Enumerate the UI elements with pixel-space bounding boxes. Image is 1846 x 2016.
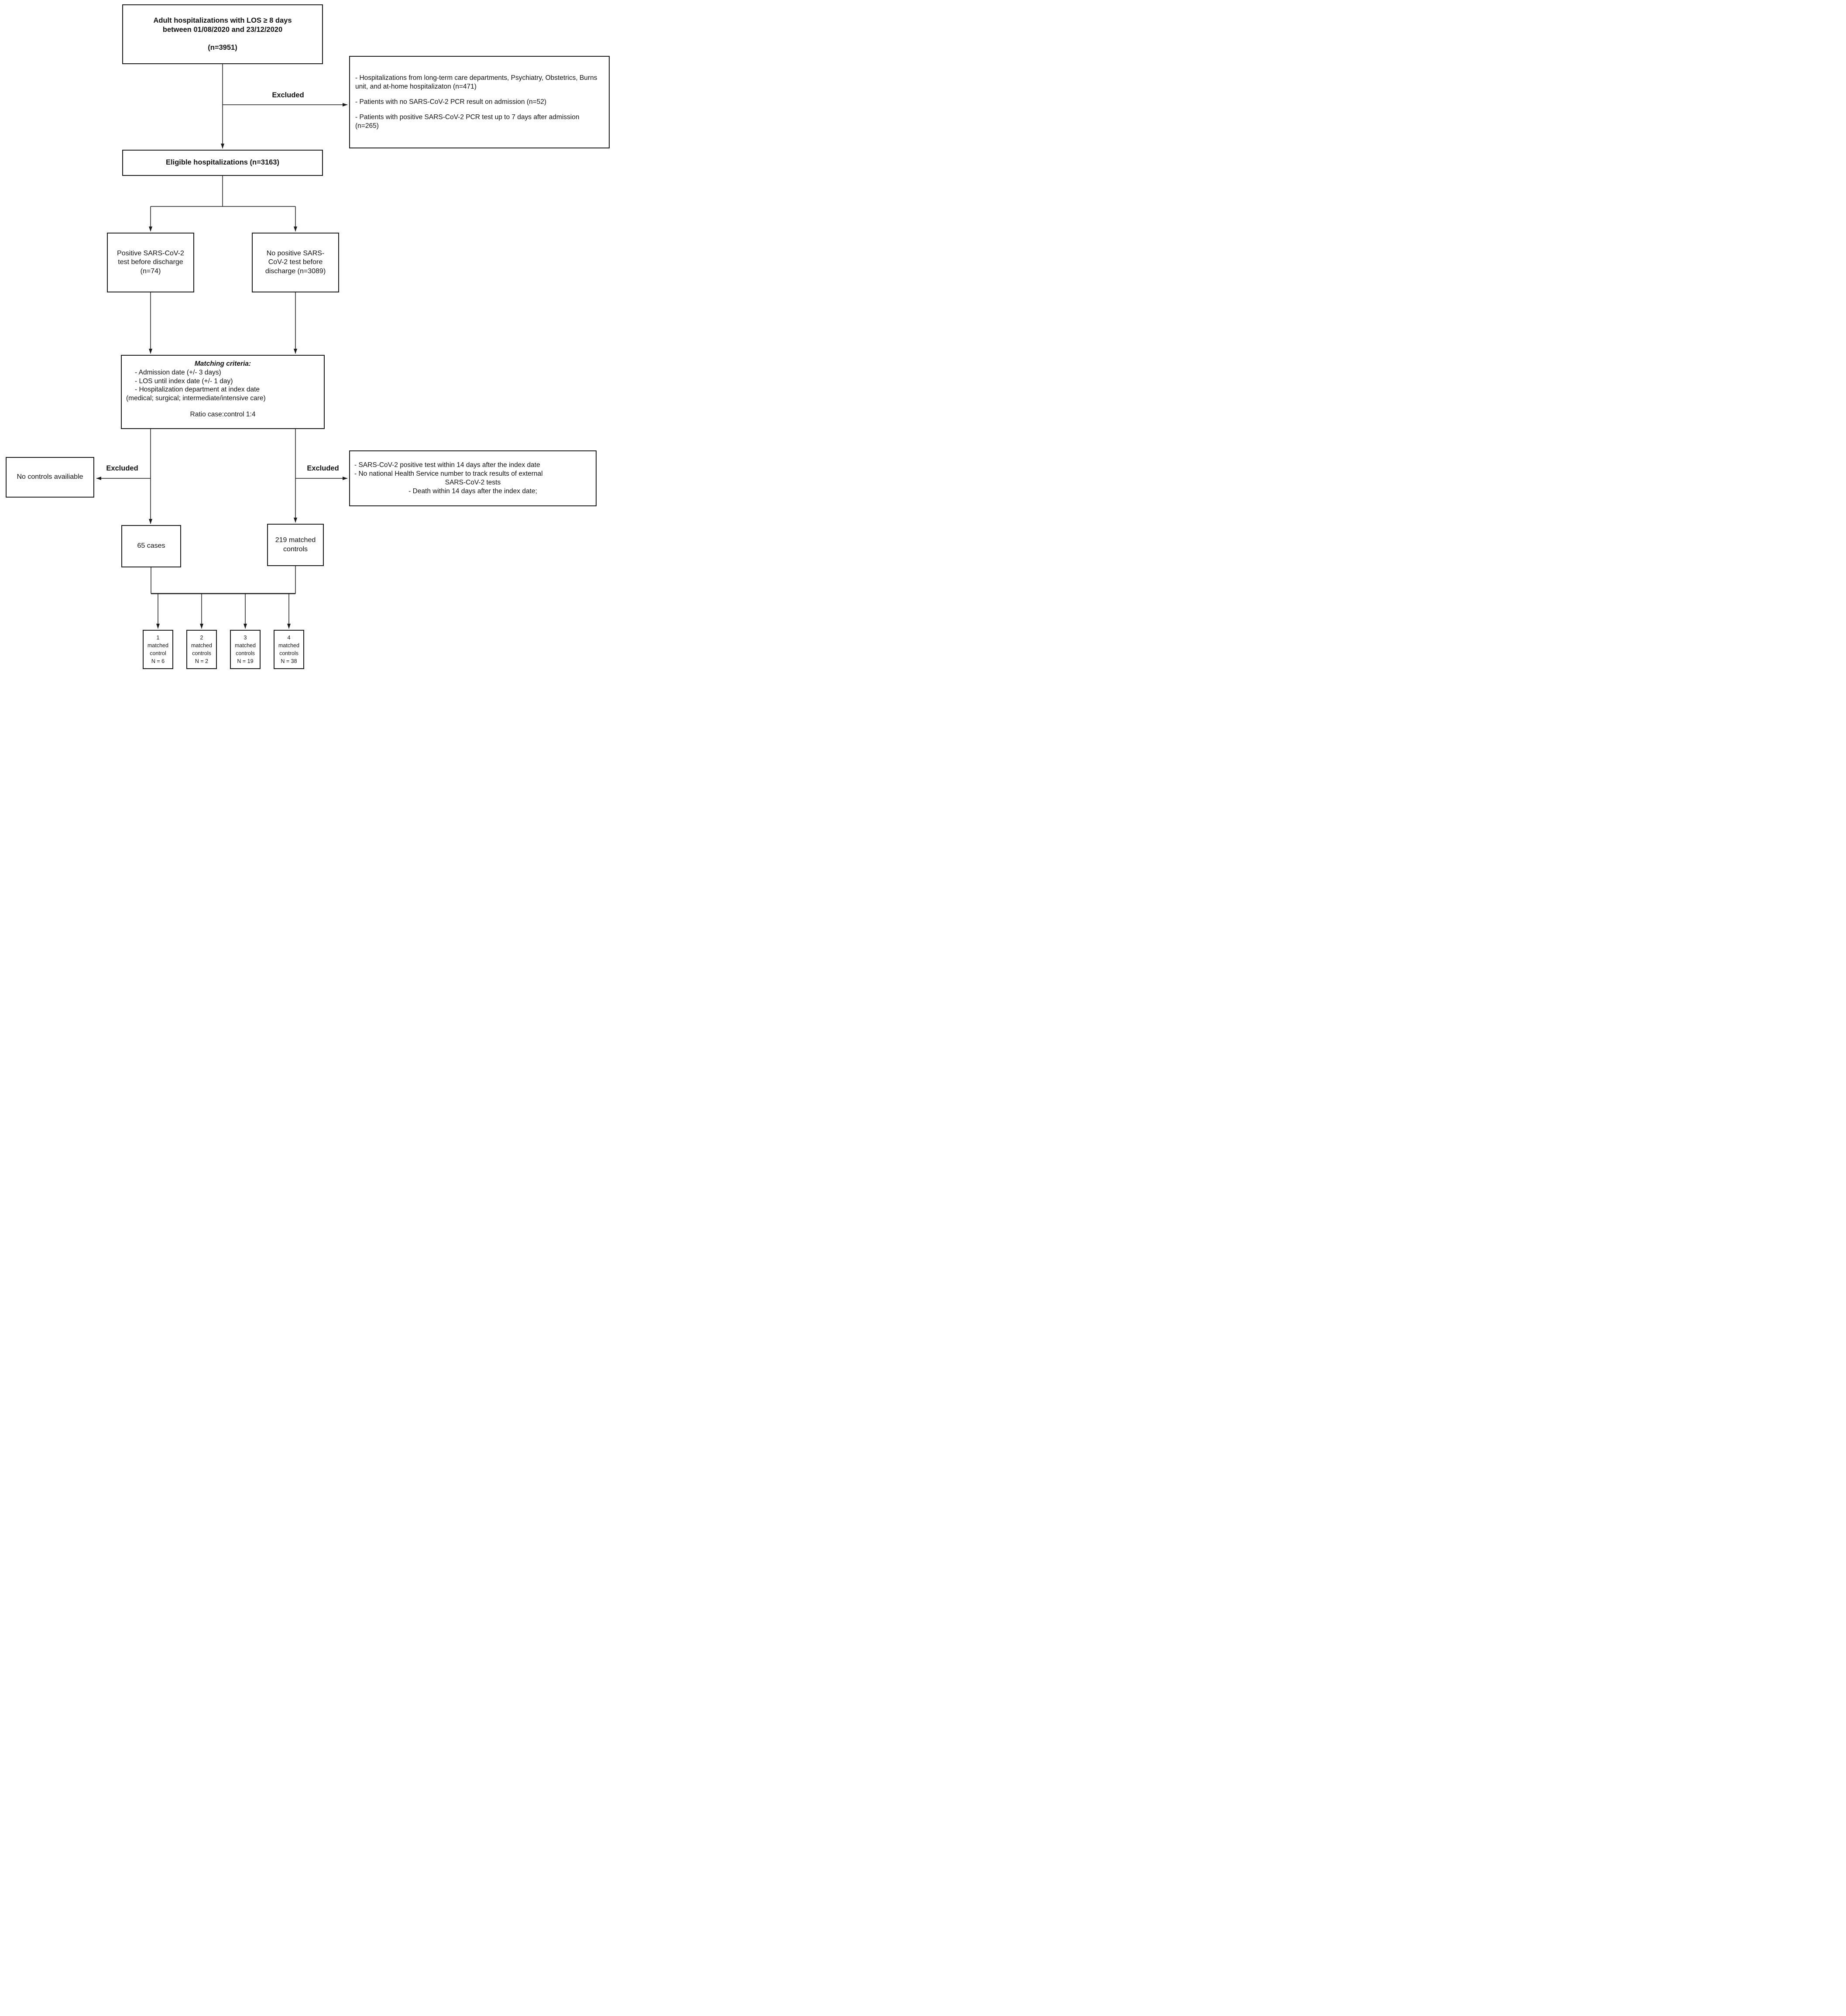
box-positive-test: Positive SARS-CoV-2 test before discharg…: [107, 233, 194, 292]
matching-ratio: Ratio case:control 1:4: [190, 411, 256, 419]
excluded-match-line-3: SARS-CoV-2 tests: [445, 479, 501, 486]
group-1-count: N = 6: [151, 658, 165, 665]
box-excluded-after-matching: - SARS-CoV-2 positive test within 14 day…: [349, 450, 597, 506]
positive-line-1: Positive SARS-CoV-2: [117, 249, 184, 257]
group-1-word-2: control: [150, 650, 166, 656]
group-1-number: 1: [156, 634, 160, 641]
matching-item-3: - Hospitalization department at index da…: [135, 386, 260, 394]
excluded-admission-item-2: - Patients with no SARS-CoV-2 PCR result…: [355, 98, 547, 106]
excluded-admission-item-1: - Hospitalizations from long-term care d…: [355, 74, 597, 91]
source-count: (n=3951): [208, 44, 237, 52]
group-2-count: N = 2: [195, 658, 209, 665]
matching-item-4: (medical; surgical; intermediate/intensi…: [126, 395, 266, 402]
positive-line-3: (n=74): [140, 267, 161, 275]
matching-item-1: - Admission date (+/- 3 days): [135, 368, 221, 376]
box-matched-controls: 219 matched controls: [267, 524, 324, 566]
source-line-1: Adult hospitalizations with LOS ≥ 8 days: [153, 16, 292, 24]
group-2-word-2: controls: [192, 650, 211, 656]
no-positive-line-1: No positive SARS-: [266, 249, 325, 257]
group-3-word-2: controls: [236, 650, 255, 656]
source-line-2: between 01/08/2020 and 23/12/2020: [162, 25, 283, 34]
matching-item-2: - LOS until index date (+/- 1 day): [135, 377, 233, 385]
group-2-number: 2: [200, 634, 203, 641]
matching-title: Matching criteria:: [194, 360, 251, 367]
no-positive-line-3: discharge (n=3089): [265, 267, 326, 275]
cases-text: 65 cases: [137, 542, 165, 550]
box-source-population: Adult hospitalizations with LOS ≥ 8 days…: [122, 4, 323, 64]
group-4-word-2: controls: [279, 650, 299, 656]
box-cases: 65 cases: [121, 525, 181, 567]
group-3-word-1: matched: [235, 642, 256, 649]
box-eligible: Eligible hospitalizations (n=3163): [122, 150, 323, 176]
excluded-admission-item-3: - Patients with positive SARS-CoV-2 PCR …: [355, 113, 580, 130]
box-group-4-matched-controls: 4 matched controls N = 38: [274, 630, 304, 669]
no-controls-text: No controls availiable: [17, 473, 83, 481]
group-3-number: 3: [244, 634, 247, 641]
box-no-controls: No controls availiable: [6, 457, 94, 498]
eligible-text: Eligible hospitalizations (n=3163): [166, 158, 279, 167]
excluded-match-line-1: - SARS-CoV-2 positive test within 14 day…: [354, 461, 540, 469]
box-no-positive-test: No positive SARS- CoV-2 test before disc…: [252, 233, 339, 292]
group-4-number: 4: [287, 634, 291, 641]
box-group-1-matched-control: 1 matched control N = 6: [143, 630, 173, 669]
no-positive-line-2: CoV-2 test before: [268, 258, 323, 266]
controls-line-1: 219 matched: [275, 536, 316, 544]
positive-line-2: test before discharge: [118, 258, 183, 266]
box-excluded-admission: - Hospitalizations from long-term care d…: [349, 56, 610, 148]
group-1-word-1: matched: [148, 642, 168, 649]
excluded-match-line-4: - Death within 14 days after the index d…: [408, 487, 537, 495]
box-matching-criteria: Matching criteria: - Admission date (+/-…: [121, 355, 325, 429]
box-group-2-matched-controls: 2 matched controls N = 2: [186, 630, 217, 669]
excluded-match-line-2: - No national Health Service number to t…: [354, 470, 543, 478]
excluded-label-left: Excluded: [106, 464, 138, 472]
group-4-count: N = 38: [281, 658, 297, 665]
box-group-3-matched-controls: 3 matched controls N = 19: [230, 630, 261, 669]
group-4-word-1: matched: [278, 642, 299, 649]
group-3-count: N = 19: [237, 658, 254, 665]
patient-flow-diagram: Adult hospitalizations with LOS ≥ 8 days…: [0, 0, 615, 672]
excluded-label-right: Excluded: [307, 464, 339, 472]
controls-line-2: controls: [283, 545, 308, 553]
group-2-word-1: matched: [191, 642, 212, 649]
excluded-label-top: Excluded: [272, 91, 304, 99]
